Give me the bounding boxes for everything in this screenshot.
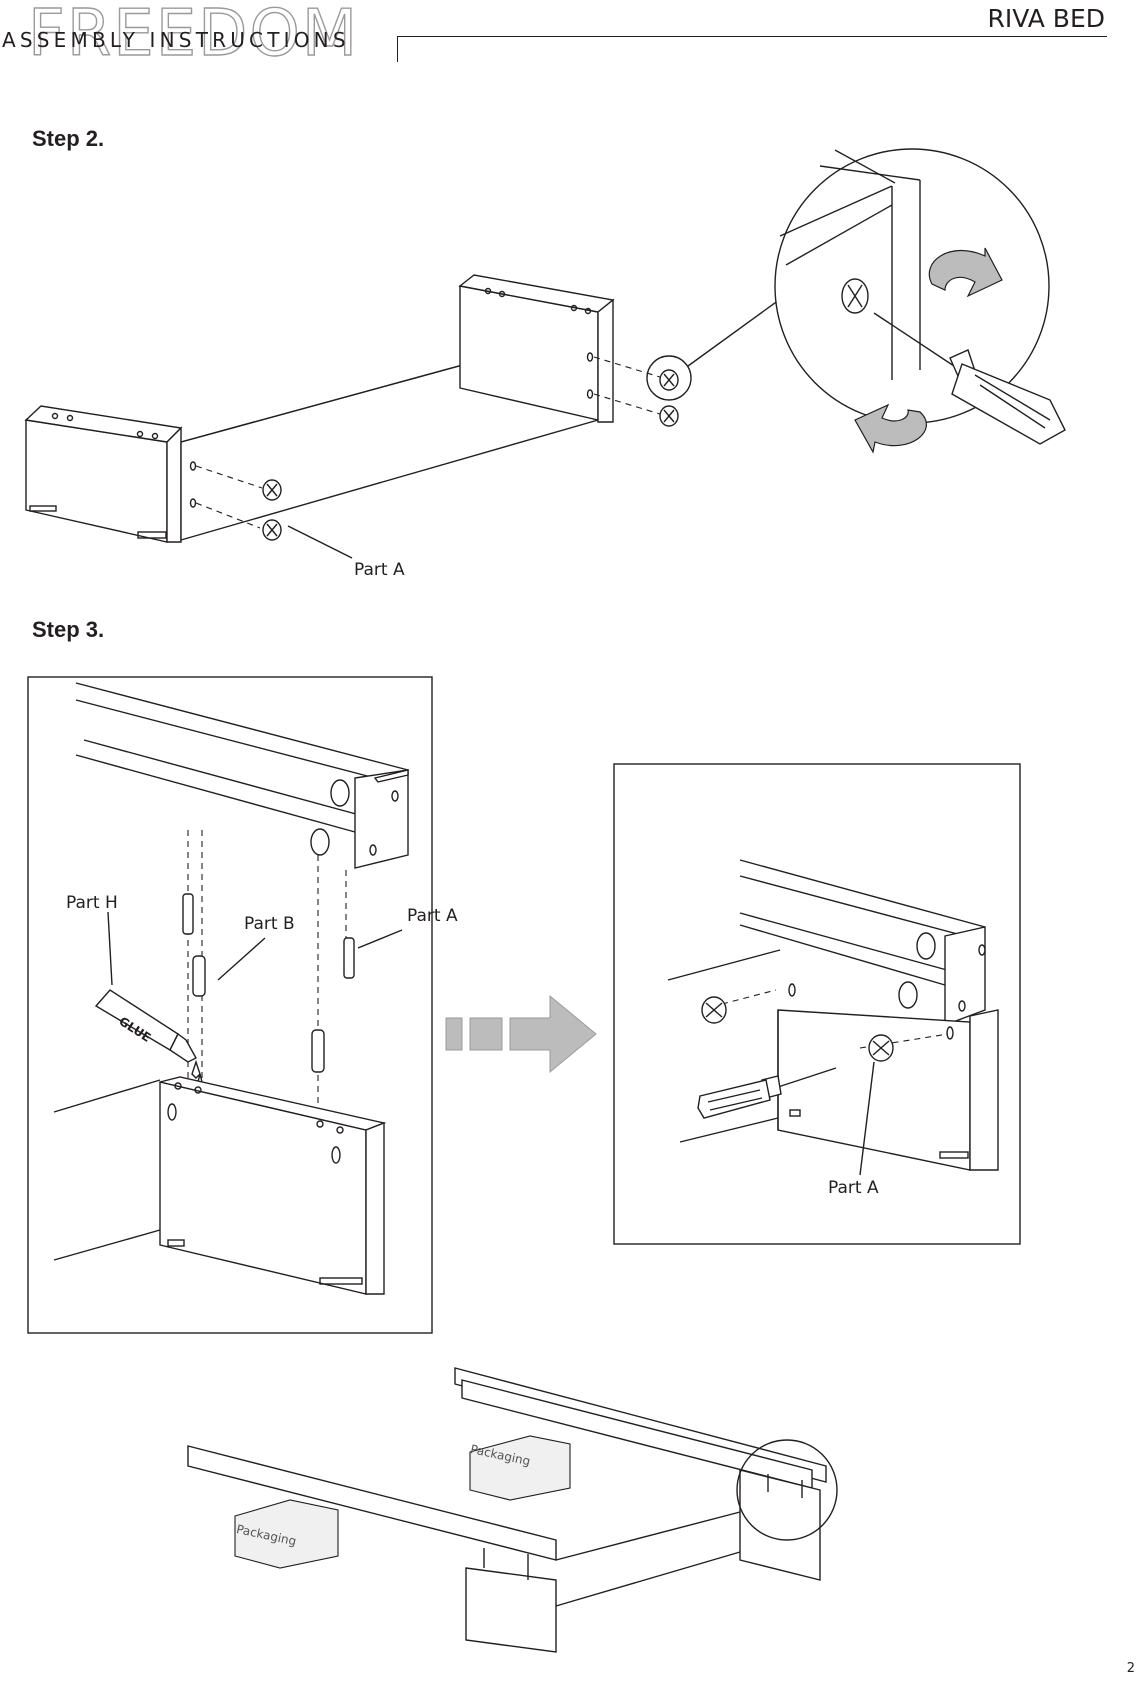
brand-logo: FREEDOM [27,0,360,71]
detail-callout-circle [646,355,692,401]
product-name: RIVA BED [987,4,1106,33]
document-subtitle: ASSEMBLY INSTRUCTIONS [2,28,350,52]
step-3-left-panel [27,676,433,1334]
step-3-right-panel [613,763,1021,1245]
page-number: 2 [1126,1661,1135,1676]
cam-lock-icon [262,369,679,541]
step-2-part-a-label: Part A [354,560,405,580]
step-2-frame-illustration [24,274,791,559]
step-2-heading: Step 2. [32,126,105,151]
bed-frame-overview [187,1367,838,1653]
step-3-part-a-label-left: Part A [407,906,458,926]
step-3-heading: Step 3. [32,617,105,642]
step-3-part-h-label: Part H [66,893,118,913]
step-3-part-a-label-right: Part A [828,1178,879,1198]
glue-tube-icon [94,989,203,1087]
screwdriver-icon [873,312,1066,445]
detail-callout-circle [736,1439,838,1541]
header-rule-tick [397,36,398,62]
direction-arrow-icon [445,994,597,1074]
end-panel-edge [166,426,182,543]
step-2-zoom-detail [774,148,1066,454]
step-3-part-b-label: Part B [244,914,295,934]
screwdriver-icon [697,1067,837,1119]
cam-lock-icon [701,996,894,1062]
header-rule [397,36,1107,37]
rotate-arrow-icon [854,247,1003,454]
